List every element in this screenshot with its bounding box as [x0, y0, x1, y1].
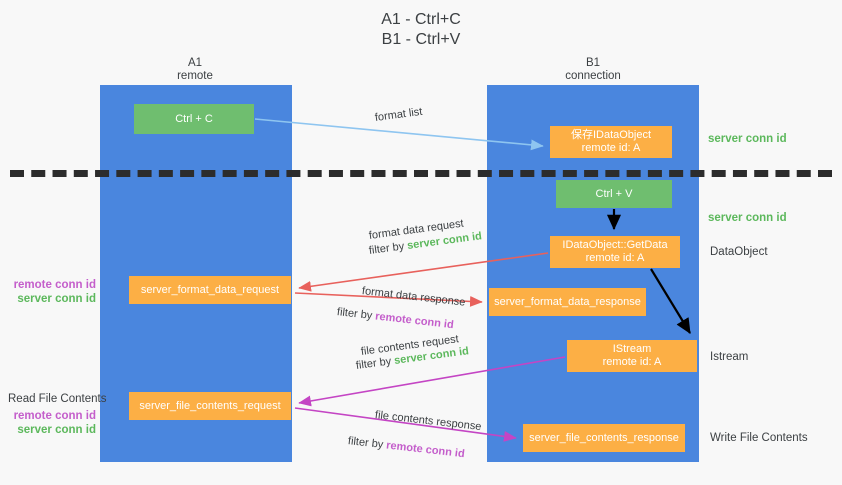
node-server-format-data-response[interactable]: server_format_data_response — [489, 288, 646, 316]
label-write-file-contents: Write File Contents — [710, 432, 808, 444]
flow-label-format-data-response: format data response — [361, 285, 466, 309]
remote-conn-id-text: remote conn id — [374, 310, 455, 332]
label-read-file-contents: Read File Contents — [8, 393, 107, 405]
filter-by-text: filter by — [347, 435, 387, 452]
label-dataobject: DataObject — [710, 246, 768, 258]
node-ctrl-v[interactable]: Ctrl + V — [556, 180, 672, 208]
label-server-conn-id: server conn id — [17, 293, 96, 305]
label-remote-conn-id: remote conn id — [13, 410, 96, 422]
node-server-file-contents-request[interactable]: server_file_contents_request — [129, 392, 291, 420]
label-server-conn-id-top: server conn id — [708, 133, 787, 145]
label-left-conn-ids-bottom: remote conn id server conn id — [8, 409, 96, 437]
phase-divider — [10, 170, 832, 177]
lane-header-b1: B1 connection — [565, 57, 621, 82]
node-ctrl-c[interactable]: Ctrl + C — [134, 104, 254, 134]
label-left-conn-ids-top: remote conn id server conn id — [8, 278, 96, 306]
filter-by-text: filter by — [368, 240, 408, 257]
flow-label-format-data-response-filter: filter by remote conn id — [336, 305, 454, 332]
node-server-file-contents-response[interactable]: server_file_contents_response — [523, 424, 685, 452]
filter-by-text: filter by — [355, 355, 395, 372]
lane-header-a1: A1 remote — [177, 57, 213, 82]
label-istream: Istream — [710, 351, 749, 363]
label-server-conn-id: server conn id — [17, 424, 96, 436]
page-title: A1 - Ctrl+C B1 - Ctrl+V — [381, 11, 461, 48]
filter-by-text: filter by — [336, 306, 376, 323]
node-save-idataobject[interactable]: 保存IDataObject remote id: A — [550, 126, 672, 158]
label-remote-conn-id: remote conn id — [13, 279, 96, 291]
node-idataobject-getdata[interactable]: IDataObject::GetData remote id: A — [550, 236, 680, 268]
node-istream[interactable]: IStream remote id: A — [567, 340, 697, 372]
flow-label-format-list: format list — [374, 105, 424, 124]
label-server-conn-id-mid: server conn id — [708, 212, 787, 224]
flow-label-file-contents-response: file contents response — [374, 409, 483, 434]
remote-conn-id-text: remote conn id — [385, 439, 466, 461]
flow-label-file-contents-response-filter: filter by remote conn id — [347, 434, 465, 461]
node-server-format-data-request[interactable]: server_format_data_request — [129, 276, 291, 304]
